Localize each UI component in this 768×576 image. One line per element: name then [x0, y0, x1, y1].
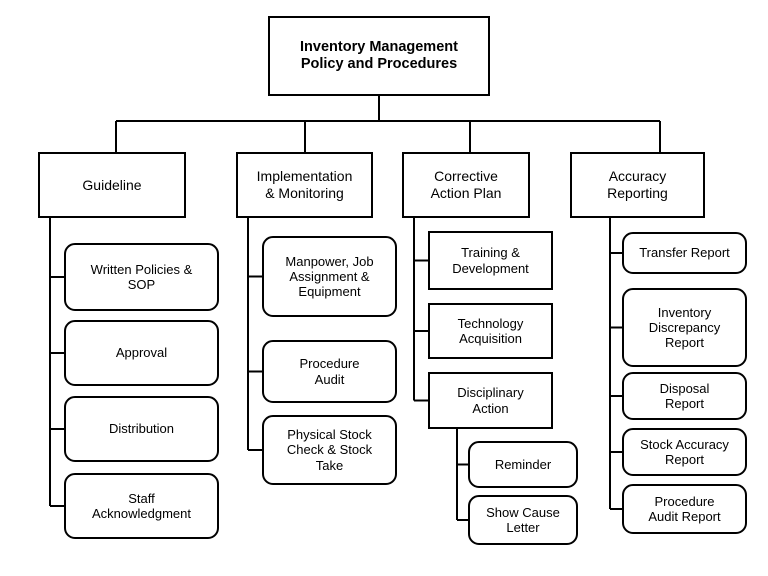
node-inventory-discrepancy-report[interactable]: Inventory Discrepancy Report [622, 288, 747, 367]
branch-implementation-monitoring[interactable]: Implementation & Monitoring [236, 152, 373, 218]
node-stock-accuracy-report[interactable]: Stock Accuracy Report [622, 428, 747, 476]
node-disciplinary-action[interactable]: Disciplinary Action [428, 372, 553, 429]
node-approval[interactable]: Approval [64, 320, 219, 386]
node-transfer-report[interactable]: Transfer Report [622, 232, 747, 274]
node-distribution-label: Distribution [108, 421, 175, 437]
node-reminder-label: Reminder [494, 456, 552, 472]
node-physical-stock-check-stock-take[interactable]: Physical Stock Check & Stock Take [262, 415, 397, 485]
node-disposal-report[interactable]: Disposal Report [622, 372, 747, 420]
branch-implementation-monitoring-label: Implementation & Monitoring [256, 168, 353, 201]
node-physical-stock-check-stock-take-label: Physical Stock Check & Stock Take [286, 427, 373, 473]
node-stock-accuracy-report-label: Stock Accuracy Report [640, 436, 729, 467]
root-node[interactable]: Inventory Management Policy and Procedur… [268, 16, 490, 96]
node-transfer-report-label: Transfer Report [639, 245, 730, 261]
node-procedure-audit-label: Procedure Audit [299, 356, 360, 387]
node-distribution[interactable]: Distribution [64, 396, 219, 462]
node-disciplinary-action-label: Disciplinary Action [457, 385, 524, 416]
node-staff-acknowledgment[interactable]: Staff Acknowledgment [64, 473, 219, 539]
node-show-cause-letter-label: Show Cause Letter [486, 504, 560, 535]
node-manpower-job-assignment-equipment-label: Manpower, Job Assignment & Equipment [285, 253, 374, 300]
branch-accuracy-reporting[interactable]: Accuracy Reporting [570, 152, 705, 218]
node-procedure-audit-report-label: Procedure Audit Report [648, 493, 721, 524]
node-procedure-audit-report[interactable]: Procedure Audit Report [622, 484, 747, 534]
branch-guideline[interactable]: Guideline [38, 152, 186, 218]
branch-corrective-action-plan-label: Corrective Action Plan [430, 168, 502, 201]
node-show-cause-letter[interactable]: Show Cause Letter [468, 495, 578, 545]
branch-guideline-label: Guideline [82, 176, 142, 193]
node-staff-acknowledgment-label: Staff Acknowledgment [92, 490, 191, 521]
node-reminder[interactable]: Reminder [468, 441, 578, 488]
node-inventory-discrepancy-report-label: Inventory Discrepancy Report [648, 304, 721, 351]
branch-corrective-action-plan[interactable]: Corrective Action Plan [402, 152, 530, 218]
node-technology-acquisition-label: Technology Acquisition [457, 315, 524, 346]
node-training-development-label: Training & Development [452, 245, 529, 276]
node-training-development[interactable]: Training & Development [428, 231, 553, 290]
node-procedure-audit[interactable]: Procedure Audit [262, 340, 397, 403]
node-written-policies-sop-label: Written Policies & SOP [90, 261, 193, 292]
branch-accuracy-reporting-label: Accuracy Reporting [607, 168, 668, 201]
node-manpower-job-assignment-equipment[interactable]: Manpower, Job Assignment & Equipment [262, 236, 397, 317]
node-disposal-report-label: Disposal Report [659, 380, 710, 411]
root-node-label: Inventory Management Policy and Procedur… [300, 38, 458, 72]
node-written-policies-sop[interactable]: Written Policies & SOP [64, 243, 219, 311]
node-approval-label: Approval [115, 345, 168, 361]
node-technology-acquisition[interactable]: Technology Acquisition [428, 303, 553, 359]
